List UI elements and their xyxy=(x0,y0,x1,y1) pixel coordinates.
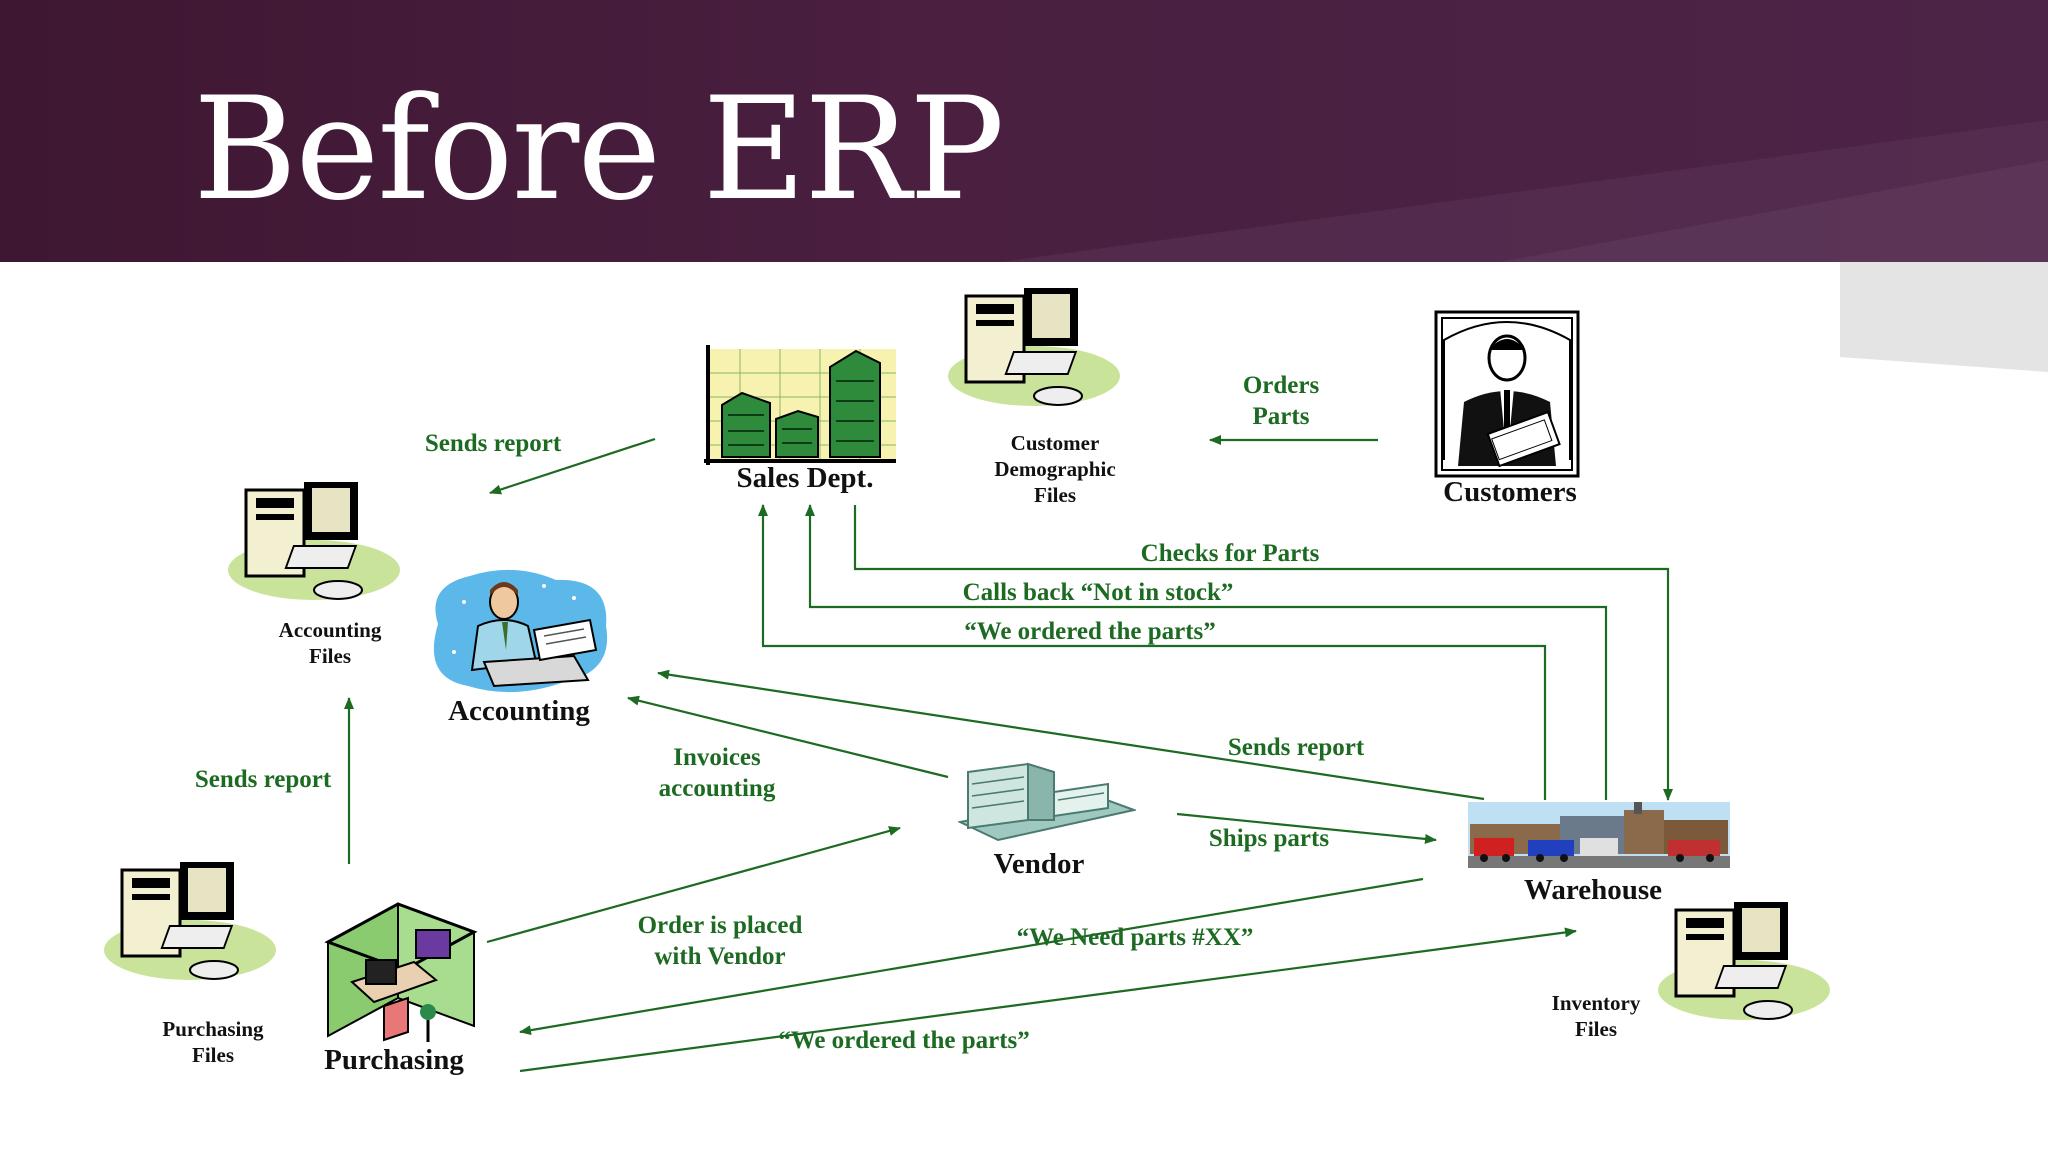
label-ships-parts: Ships parts xyxy=(1208,825,1330,852)
node-purchasing: Purchasing xyxy=(324,1044,464,1076)
arrow-warehouse-sends-report xyxy=(657,669,1485,801)
desktop-computer-icon xyxy=(1658,902,1830,1020)
arrow-checks-for-parts xyxy=(853,505,1673,801)
node-accounting: Accounting xyxy=(448,695,590,727)
arrow-we-ordered-sales xyxy=(758,504,1547,800)
accountant-icon xyxy=(433,569,608,693)
office-cubicle-icon xyxy=(324,902,478,1042)
arrow-ships-parts xyxy=(1176,812,1437,844)
arrow-invoices-accounting xyxy=(627,695,949,779)
flow-arrows xyxy=(344,435,1673,1073)
accounting-files-label: Accounting Files xyxy=(278,618,382,668)
node-vendor: Vendor xyxy=(993,848,1085,880)
header-decoration xyxy=(1000,120,2048,262)
arrow-calls-back xyxy=(805,504,1608,800)
label-invoices-accounting: Invoices accounting xyxy=(658,744,776,802)
label-we-ordered-sales: “We ordered the parts” xyxy=(964,618,1216,645)
arrow-we-need-parts xyxy=(519,877,1424,1036)
label-sales-sends-report: Sends report xyxy=(424,430,562,457)
desktop-computer-icon xyxy=(228,482,400,600)
label-orders-parts: Orders Parts xyxy=(1242,372,1320,430)
node-customers: Customers xyxy=(1443,476,1577,508)
label-warehouse-sends-report: Sends report xyxy=(1227,734,1365,761)
node-warehouse: Warehouse xyxy=(1523,874,1663,906)
erp-flow-diagram: Sales Dept. Customer Demographic Files C… xyxy=(0,262,2048,1152)
factory-building-icon xyxy=(958,762,1136,842)
label-order-placed: Order is placed with Vendor xyxy=(637,912,803,970)
arrow-we-ordered-warehouse xyxy=(519,927,1577,1073)
node-sales-dept: Sales Dept. xyxy=(736,462,874,494)
label-we-need-parts: “We Need parts #XX” xyxy=(1016,924,1254,951)
customer-demographic-files-label: Customer Demographic Files xyxy=(994,431,1116,507)
slide-title: Before ERP xyxy=(193,67,1005,232)
businessman-icon xyxy=(1434,310,1580,478)
desktop-computer-icon xyxy=(948,288,1120,406)
inventory-files-label: Inventory Files xyxy=(1551,991,1641,1041)
arrow-sales-sends-report xyxy=(489,437,656,495)
label-checks-for-parts: Checks for Parts xyxy=(1140,540,1320,567)
arrow-order-placed xyxy=(486,826,901,944)
slide-header: Before ERP xyxy=(0,0,2048,262)
desktop-computer-icon xyxy=(104,862,276,980)
label-calls-back: Calls back “Not in stock” xyxy=(962,579,1234,606)
bar-chart-money-icon xyxy=(704,345,896,465)
label-we-ordered-warehouse: “We ordered the parts” xyxy=(778,1027,1030,1054)
warehouse-trucks-icon xyxy=(1468,802,1730,868)
purchasing-files-label: Purchasing Files xyxy=(162,1017,264,1067)
corner-shading xyxy=(1840,262,2048,372)
label-purchasing-sends-report: Sends report xyxy=(194,766,332,793)
